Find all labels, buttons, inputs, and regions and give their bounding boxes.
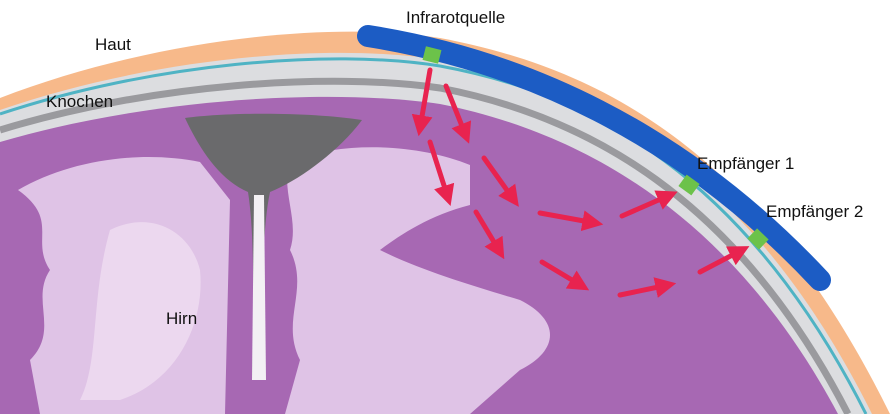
receiver-1-label: Empfänger 1: [697, 155, 794, 172]
receiver-2-label: Empfänger 2: [766, 203, 863, 220]
infrared-source-label: Infrarotquelle: [406, 9, 505, 26]
skin-label: Haut: [95, 36, 131, 53]
fissure-gap: [252, 195, 266, 380]
brain-label: Hirn: [166, 310, 197, 327]
bone-label: Knochen: [46, 93, 113, 110]
